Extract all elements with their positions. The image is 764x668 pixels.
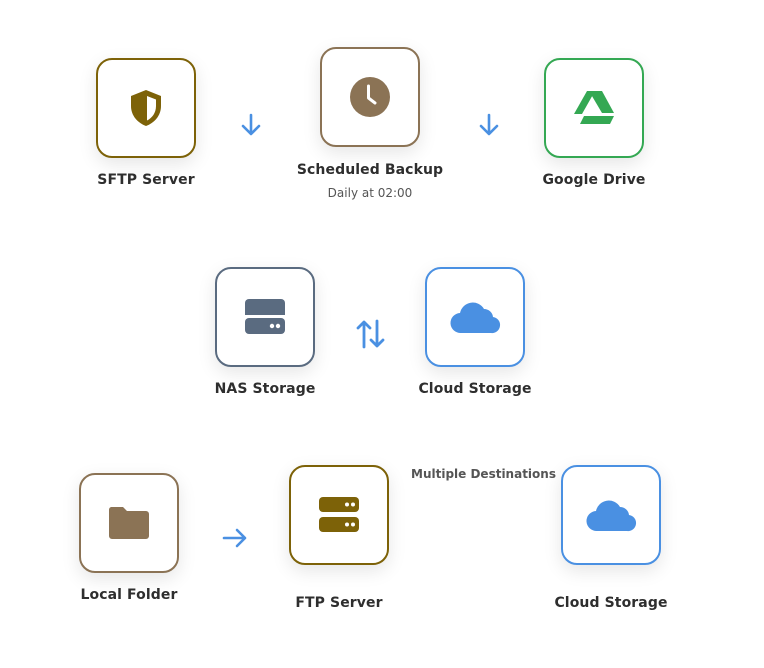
node-local-folder[interactable]: Local Folder: [79, 473, 179, 603]
ftp-server-label: FTP Server: [295, 595, 383, 611]
node-google-drive[interactable]: Google Drive: [542, 58, 645, 188]
google-drive-label: Google Drive: [542, 172, 646, 188]
nas-storage-label: NAS Storage: [214, 381, 316, 397]
nas-storage-box[interactable]: [215, 267, 315, 367]
node-cloud-storage-2[interactable]: Cloud Storage: [418, 267, 531, 397]
cloud-storage-box[interactable]: [561, 465, 661, 565]
local-folder-label: Local Folder: [80, 587, 178, 603]
sftp-server-label: SFTP Server: [97, 172, 195, 188]
cloud-storage-label: Cloud Storage: [418, 381, 532, 397]
cloud-storage-label: Cloud Storage: [554, 595, 668, 611]
cloud-storage-box[interactable]: [425, 267, 525, 367]
arrow-down-icon: [479, 113, 499, 136]
arrow-down-icon: [241, 113, 261, 136]
node-cloud-storage-3[interactable]: Cloud Storage: [554, 465, 667, 611]
node-ftp-server[interactable]: FTP Server: [289, 465, 389, 611]
multiple-destinations-label: Multiple Destinations: [411, 467, 556, 481]
node-sftp-server[interactable]: SFTP Server: [96, 58, 196, 188]
arrow-right-icon: [222, 528, 247, 548]
folder-icon: [108, 507, 149, 539]
shield-icon: [131, 90, 161, 126]
node-nas-storage[interactable]: NAS Storage: [215, 267, 315, 397]
google-drive-box[interactable]: [544, 58, 644, 158]
scheduled-backup-label: Scheduled Backup: [296, 162, 444, 178]
arrows-up-down-icon: [356, 319, 385, 349]
nas-drive-icon: [245, 299, 285, 334]
cloud-icon: [450, 302, 501, 334]
server-icon: [319, 497, 359, 532]
local-folder-box[interactable]: [79, 473, 179, 573]
google-drive-icon: [574, 91, 614, 124]
clock-icon: [350, 77, 390, 117]
ftp-server-box[interactable]: [289, 465, 389, 565]
cloud-icon: [586, 500, 637, 532]
scheduled-backup-box[interactable]: [320, 47, 420, 147]
node-scheduled-backup[interactable]: Scheduled Backup Daily at 02:00: [297, 47, 443, 200]
schedule-time-label: Daily at 02:00: [327, 186, 413, 200]
sftp-server-box[interactable]: [96, 58, 196, 158]
